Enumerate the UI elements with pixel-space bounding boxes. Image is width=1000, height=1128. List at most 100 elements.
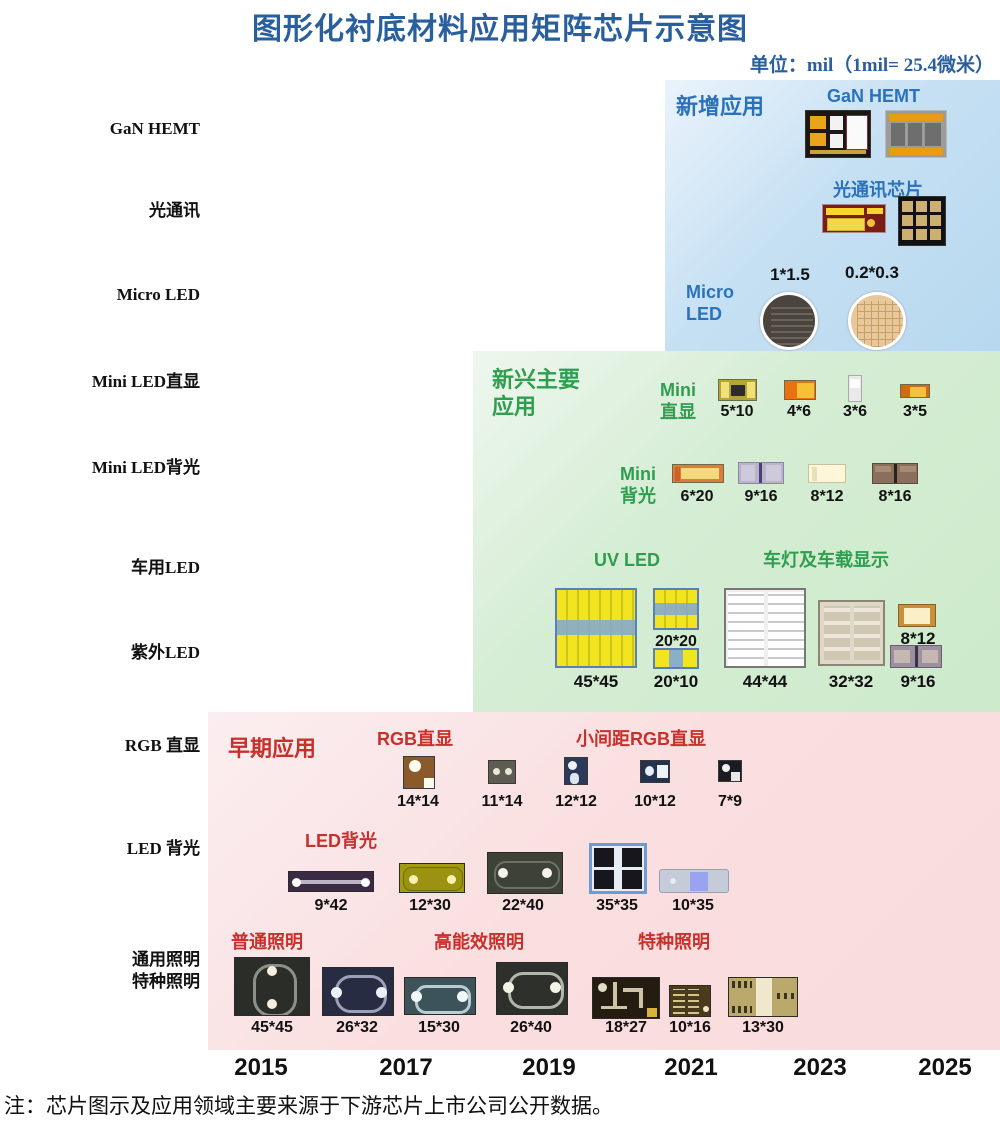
panel-caption-new-applications: 新增应用 [676, 94, 765, 119]
chip-mini-direct-1 [718, 379, 757, 401]
chip-uv-3 [653, 648, 699, 669]
panel-caption-early-applications: 早期应用 [228, 736, 317, 761]
dim-rgb-1: 14*14 [397, 793, 439, 810]
row-label-mini-led-backlight: Mini LED背光 [91, 458, 200, 477]
row-label-general-lighting: 通用照明 [132, 950, 200, 969]
chip-micro-led-1 [760, 292, 818, 350]
group-label-micro-led: Micro LED [686, 282, 734, 325]
dim-auto-2: 32*32 [828, 672, 874, 691]
row-label-automotive-led: 车用LED [131, 558, 200, 577]
chip-rgb-4 [640, 760, 670, 783]
dim-rgb-2: 11*14 [481, 793, 523, 810]
chip-auto-4 [890, 645, 942, 668]
group-label-rgb-direct: RGB直显 [377, 729, 453, 749]
year-2023: 2023 [793, 1054, 847, 1081]
chip-lighting-2 [322, 967, 394, 1016]
dim-mini-backlight-2: 9*16 [744, 488, 778, 505]
chip-lighting-7 [728, 977, 798, 1017]
dim-backlight-2: 12*30 [409, 897, 451, 914]
panel-caption-emerging-line2: 应用 [492, 393, 537, 419]
group-label-general-lighting: 普通照明 [231, 932, 303, 952]
group-label-mini-direct-line2: 直显 [660, 401, 696, 422]
year-2021: 2021 [664, 1054, 718, 1081]
chip-mini-direct-3 [848, 375, 862, 402]
chip-auto-1 [724, 588, 806, 668]
dim-lighting-3: 15*30 [418, 1019, 460, 1036]
row-label-micro-led: Micro LED [116, 285, 200, 304]
dim-mini-backlight-3: 8*12 [810, 488, 844, 505]
dim-mini-direct-4: 3*5 [902, 403, 928, 420]
row-label-uv-led: 紫外LED [131, 643, 200, 662]
chip-rgb-5 [718, 760, 742, 782]
dim-rgb-3: 12*12 [555, 793, 597, 810]
group-label-high-efficiency: 高能效照明 [434, 932, 524, 952]
chip-backlight-5 [659, 869, 729, 893]
year-2015: 2015 [234, 1054, 288, 1081]
chip-auto-2 [818, 600, 885, 666]
group-label-mini-backlight: Mini 背光 [620, 464, 656, 507]
group-label-automotive: 车灯及车载显示 [763, 550, 889, 570]
group-label-led-backlight: LED背光 [305, 831, 377, 851]
group-label-uv-led: UV LED [594, 550, 661, 570]
row-label-rgb-direct: RGB 直显 [124, 736, 200, 755]
dim-lighting-7: 13*30 [742, 1019, 784, 1036]
chip-lighting-3 [404, 977, 476, 1015]
dim-uv-2: 20*20 [655, 633, 697, 650]
panel-caption-emerging-line1: 新兴主要 [492, 367, 581, 392]
year-2017: 2017 [379, 1054, 433, 1081]
chip-gan-hemt-1 [805, 110, 871, 158]
group-label-special-lighting: 特种照明 [638, 932, 710, 952]
dim-auto-4: 9*16 [900, 672, 936, 691]
row-label-mini-led-direct: Mini LED直显 [91, 372, 200, 391]
chip-backlight-2 [399, 863, 465, 893]
dim-backlight-4: 35*35 [596, 897, 638, 914]
group-label-fine-pitch-rgb: 小间距RGB直显 [576, 729, 706, 749]
group-label-gan-hemt: GaN HEMT [827, 86, 921, 106]
row-label-gan-hemt: GaN HEMT [109, 119, 200, 138]
chip-backlight-3 [487, 852, 563, 894]
chip-rgb-3 [564, 757, 588, 785]
dim-micro-1: 1*1.5 [770, 265, 810, 284]
chip-micro-led-2 [848, 292, 906, 350]
group-label-mini-backlight-line1: Mini [620, 464, 656, 484]
group-label-optical-chip: 光通讯芯片 [833, 180, 923, 200]
dim-lighting-5: 18*27 [605, 1019, 647, 1036]
page-title: 图形化衬底材料应用矩阵芯片示意图 [252, 13, 748, 46]
dim-backlight-5: 10*35 [672, 897, 714, 914]
dim-lighting-6: 10*16 [669, 1019, 711, 1036]
chip-uv-2 [653, 588, 699, 630]
footnote: 注：芯片图示及应用领域主要来源于下游芯片上市公司公开数据。 [4, 1094, 613, 1118]
chip-optical-2 [898, 196, 946, 246]
unit-note: 单位：mil（1mil= 25.4微米） [749, 55, 994, 76]
chip-mini-backlight-2 [738, 462, 784, 484]
dim-lighting-4: 26*40 [510, 1019, 552, 1036]
chip-gan-hemt-2 [885, 110, 947, 158]
year-2025: 2025 [918, 1054, 972, 1081]
year-2019: 2019 [522, 1054, 576, 1081]
dim-uv-3: 20*10 [653, 672, 699, 691]
chip-mini-backlight-1 [672, 464, 724, 483]
dim-mini-direct-1: 5*10 [720, 403, 754, 420]
dim-backlight-3: 22*40 [502, 897, 544, 914]
panel-caption-emerging-applications: 新兴主要 应用 [492, 367, 580, 421]
dim-mini-direct-2: 4*6 [786, 403, 812, 420]
group-label-micro-led-line2: LED [686, 303, 722, 324]
chip-mini-backlight-3 [808, 464, 846, 483]
group-label-mini-backlight-line2: 背光 [620, 485, 656, 506]
chip-optical-1 [822, 204, 886, 233]
dim-rgb-5: 7*9 [717, 793, 743, 810]
chip-rgb-2 [488, 760, 516, 784]
chip-rgb-1 [403, 756, 435, 789]
chip-mini-backlight-4 [872, 463, 918, 484]
chip-lighting-1 [234, 957, 310, 1016]
dim-rgb-4: 10*12 [634, 793, 676, 810]
row-label-special-lighting: 特种照明 [132, 972, 200, 991]
chip-lighting-4 [496, 962, 568, 1015]
dim-auto-3: 8*12 [900, 629, 936, 648]
dim-mini-direct-3: 3*6 [842, 403, 868, 420]
row-label-led-backlight: LED 背光 [126, 839, 200, 858]
chip-uv-1 [555, 588, 637, 668]
group-label-mini-direct: Mini 直显 [660, 380, 696, 423]
row-label-optical: 光通讯 [149, 201, 200, 220]
